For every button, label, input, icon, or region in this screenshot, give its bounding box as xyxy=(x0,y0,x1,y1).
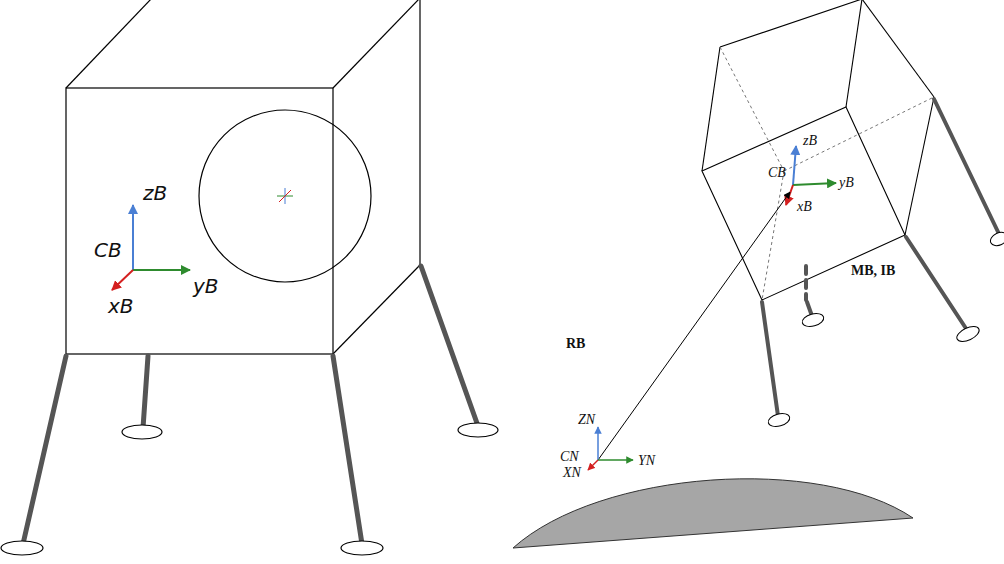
axis-label: YN xyxy=(638,454,655,468)
axis-label: yB xyxy=(839,176,854,190)
axis-label: ZN xyxy=(578,413,595,427)
axis-label: xB xyxy=(108,296,134,316)
mass-inertia-label: MB, IB xyxy=(851,264,895,278)
axis-label: zB xyxy=(803,134,817,148)
axis-label: yB xyxy=(193,276,219,296)
origin-label: CB xyxy=(94,240,122,260)
position-vector-label: RB xyxy=(566,337,585,351)
origin-label: CB xyxy=(768,166,786,180)
origin-label: CN xyxy=(560,450,579,464)
axis-label: xB xyxy=(797,200,812,214)
axis-label: zB xyxy=(143,183,167,203)
axis-label: XN xyxy=(563,466,581,480)
